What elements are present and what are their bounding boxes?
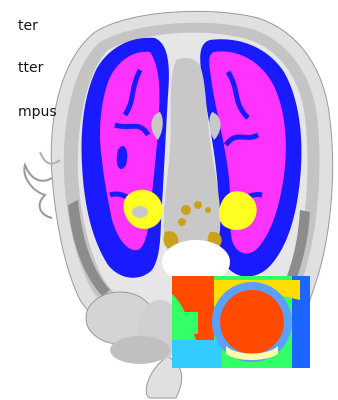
scalp-fold	[24, 165, 52, 218]
structure-dot	[194, 201, 202, 209]
inset-ring-core	[220, 290, 284, 354]
legend-label-hippocampus: mpus	[18, 104, 57, 120]
inset-patch	[172, 276, 310, 368]
legend-label-outer-matter: ter	[18, 18, 38, 34]
hippocampus-left-core	[132, 206, 148, 218]
inset-green-gap	[180, 312, 198, 334]
cerebellum-lower	[110, 336, 170, 364]
inset-bg-cyan-corner	[172, 340, 222, 368]
structure-dot	[178, 218, 186, 226]
cerebellum-region	[86, 292, 182, 364]
legend-label-white-matter: tter	[18, 60, 43, 76]
structure-dot	[205, 207, 211, 213]
structure-dot	[181, 205, 191, 215]
